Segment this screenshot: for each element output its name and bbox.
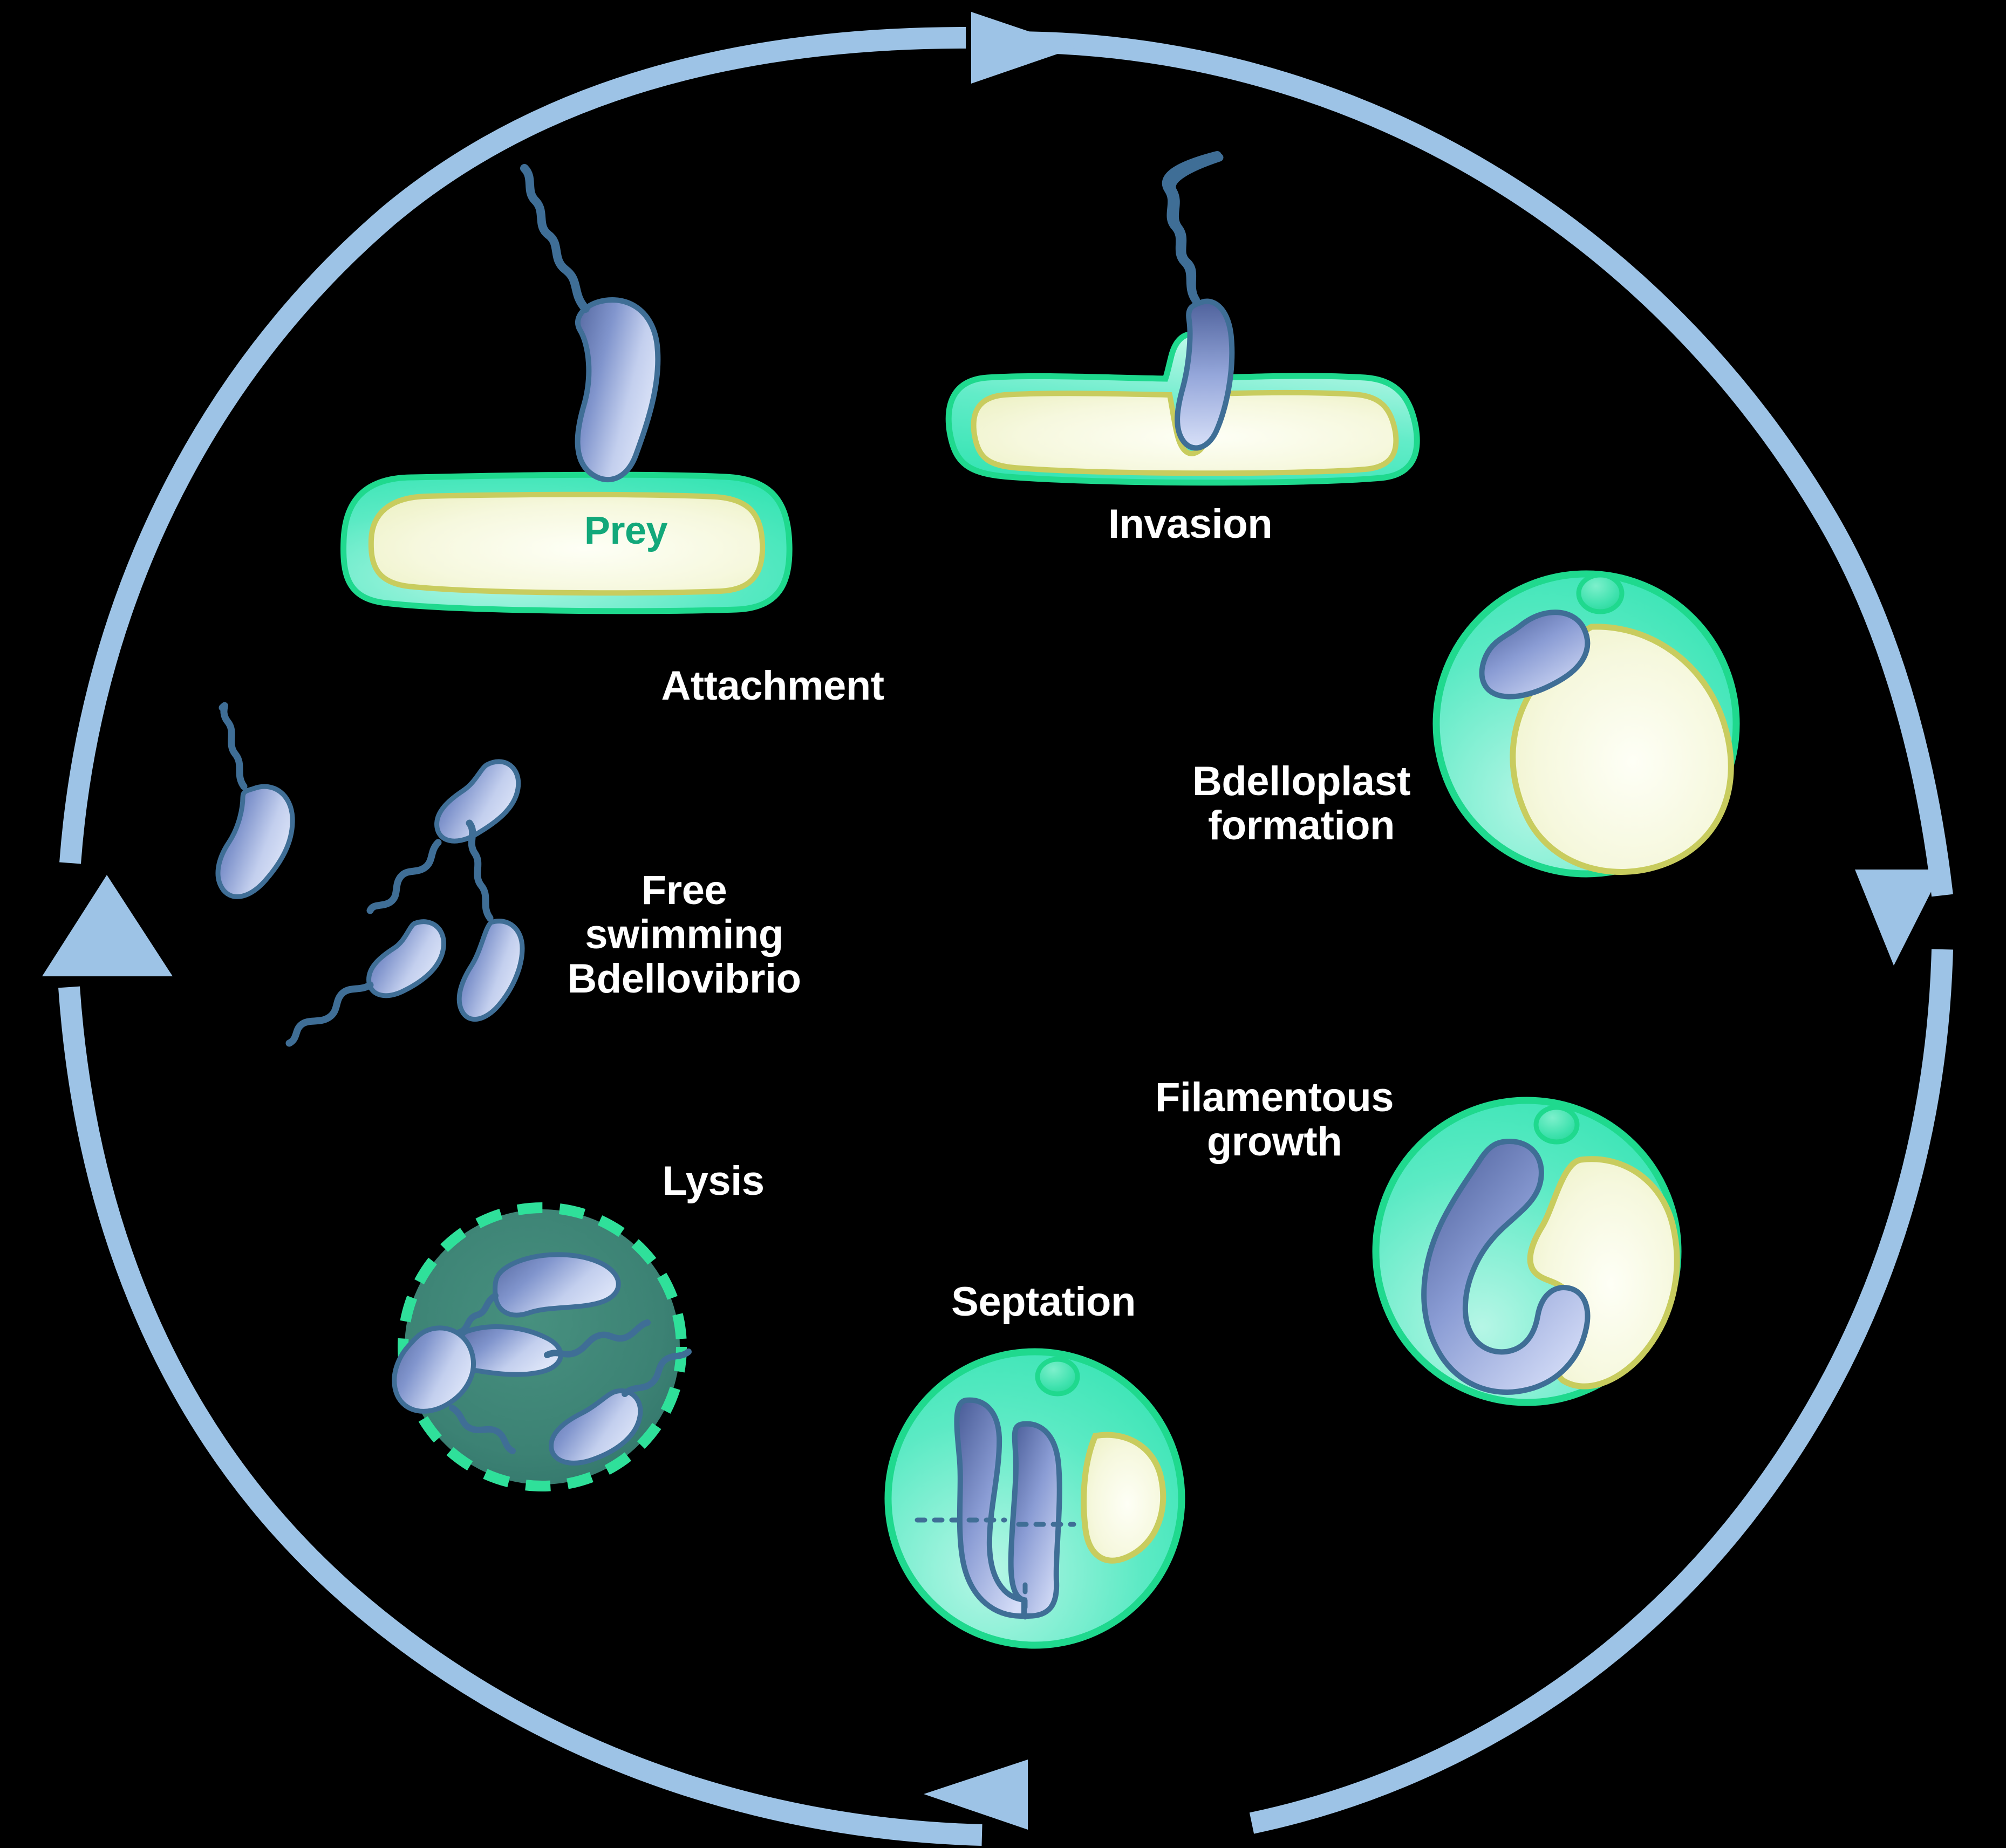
free-swimming-cell-2-flagellum-icon [366, 839, 442, 914]
invasion-bdellovibrio-body [1175, 298, 1235, 451]
stage-label-invasion: Invasion [1108, 501, 1273, 547]
free-swimming-cell-2 [434, 759, 521, 844]
stage-label-bdelloplast-formation: Bdelloplast formation [1192, 758, 1411, 848]
stage-label-septation: Septation [951, 1278, 1136, 1325]
lysis-breaking-envelope [398, 1202, 687, 1491]
stage-septation-graphic [884, 1348, 1185, 1649]
arrow-left-head-up-icon [42, 875, 173, 976]
prey-cell-cytoplasm [368, 491, 766, 596]
stage-label-attachment: Attachment [661, 662, 884, 709]
arc-bottom-left [58, 986, 982, 1846]
lysis-progeny-3 [392, 1325, 476, 1414]
bdelloplast-bdellovibrio [1479, 610, 1591, 700]
filamentous-entry-pore-icon [1533, 1105, 1580, 1145]
septation-daughter-cell-right [1008, 1421, 1062, 1619]
lysis-progeny-2-flagellum-icon [544, 1319, 651, 1358]
free-swimming-cell-1-flagellum-icon [219, 702, 248, 790]
stage-label-filamentous-growth: Filamentous growth [1155, 1074, 1394, 1165]
lysis-progeny-4-flagellum-icon [622, 1349, 692, 1397]
stage-free-swimming-graphic [215, 702, 525, 1047]
arrow-bottom-head-left-icon [924, 1760, 1028, 1830]
free-swimming-cell-1 [215, 784, 295, 899]
septation-cytoplasm-remnant [1081, 1432, 1166, 1564]
stage-invasion-graphic [945, 151, 1420, 486]
arc-right-bottom [1249, 949, 1953, 1834]
bdellovibrio-attached-body [575, 297, 661, 483]
free-swimming-cell-3 [366, 919, 446, 998]
arc-left-top [59, 27, 966, 864]
stage-label-lysis: Lysis [662, 1158, 765, 1204]
invasion-flagellum-inner-icon [1168, 153, 1224, 304]
free-swimming-cell-3-flagellum-icon [285, 981, 374, 1047]
stage-label-free-swimming: Free swimming Bdellovibrio [567, 867, 801, 1002]
lysis-progeny-3-flagellum-icon [449, 1405, 516, 1454]
stage-lysis-graphic [392, 1202, 692, 1491]
stage-filamentous-graphic [1372, 1097, 1682, 1406]
arrow-right-head-down-icon [1855, 870, 1942, 966]
free-swimming-cell-4-flagellum-icon [466, 819, 494, 922]
bdellovibrio-attached-flagellum-icon [520, 164, 590, 313]
bdelloplast-entry-pore-icon [1576, 572, 1625, 614]
arrow-top-head-right-icon [971, 12, 1076, 84]
stage-attachment-graphic [340, 164, 793, 614]
stage-bdelloplast-graphic [1432, 570, 1740, 878]
invasion-prey-cytoplasm [971, 389, 1399, 476]
septation-entry-pore-icon [1035, 1357, 1080, 1397]
arc-top-right [1014, 31, 1953, 897]
filamentous-bdellovibrio-filament [1421, 1138, 1591, 1395]
cycle-arrow-ring [42, 12, 1953, 1846]
prey-label: Prey [584, 509, 668, 552]
lysis-progeny-4 [549, 1388, 643, 1466]
free-swimming-cell-4 [456, 919, 525, 1022]
